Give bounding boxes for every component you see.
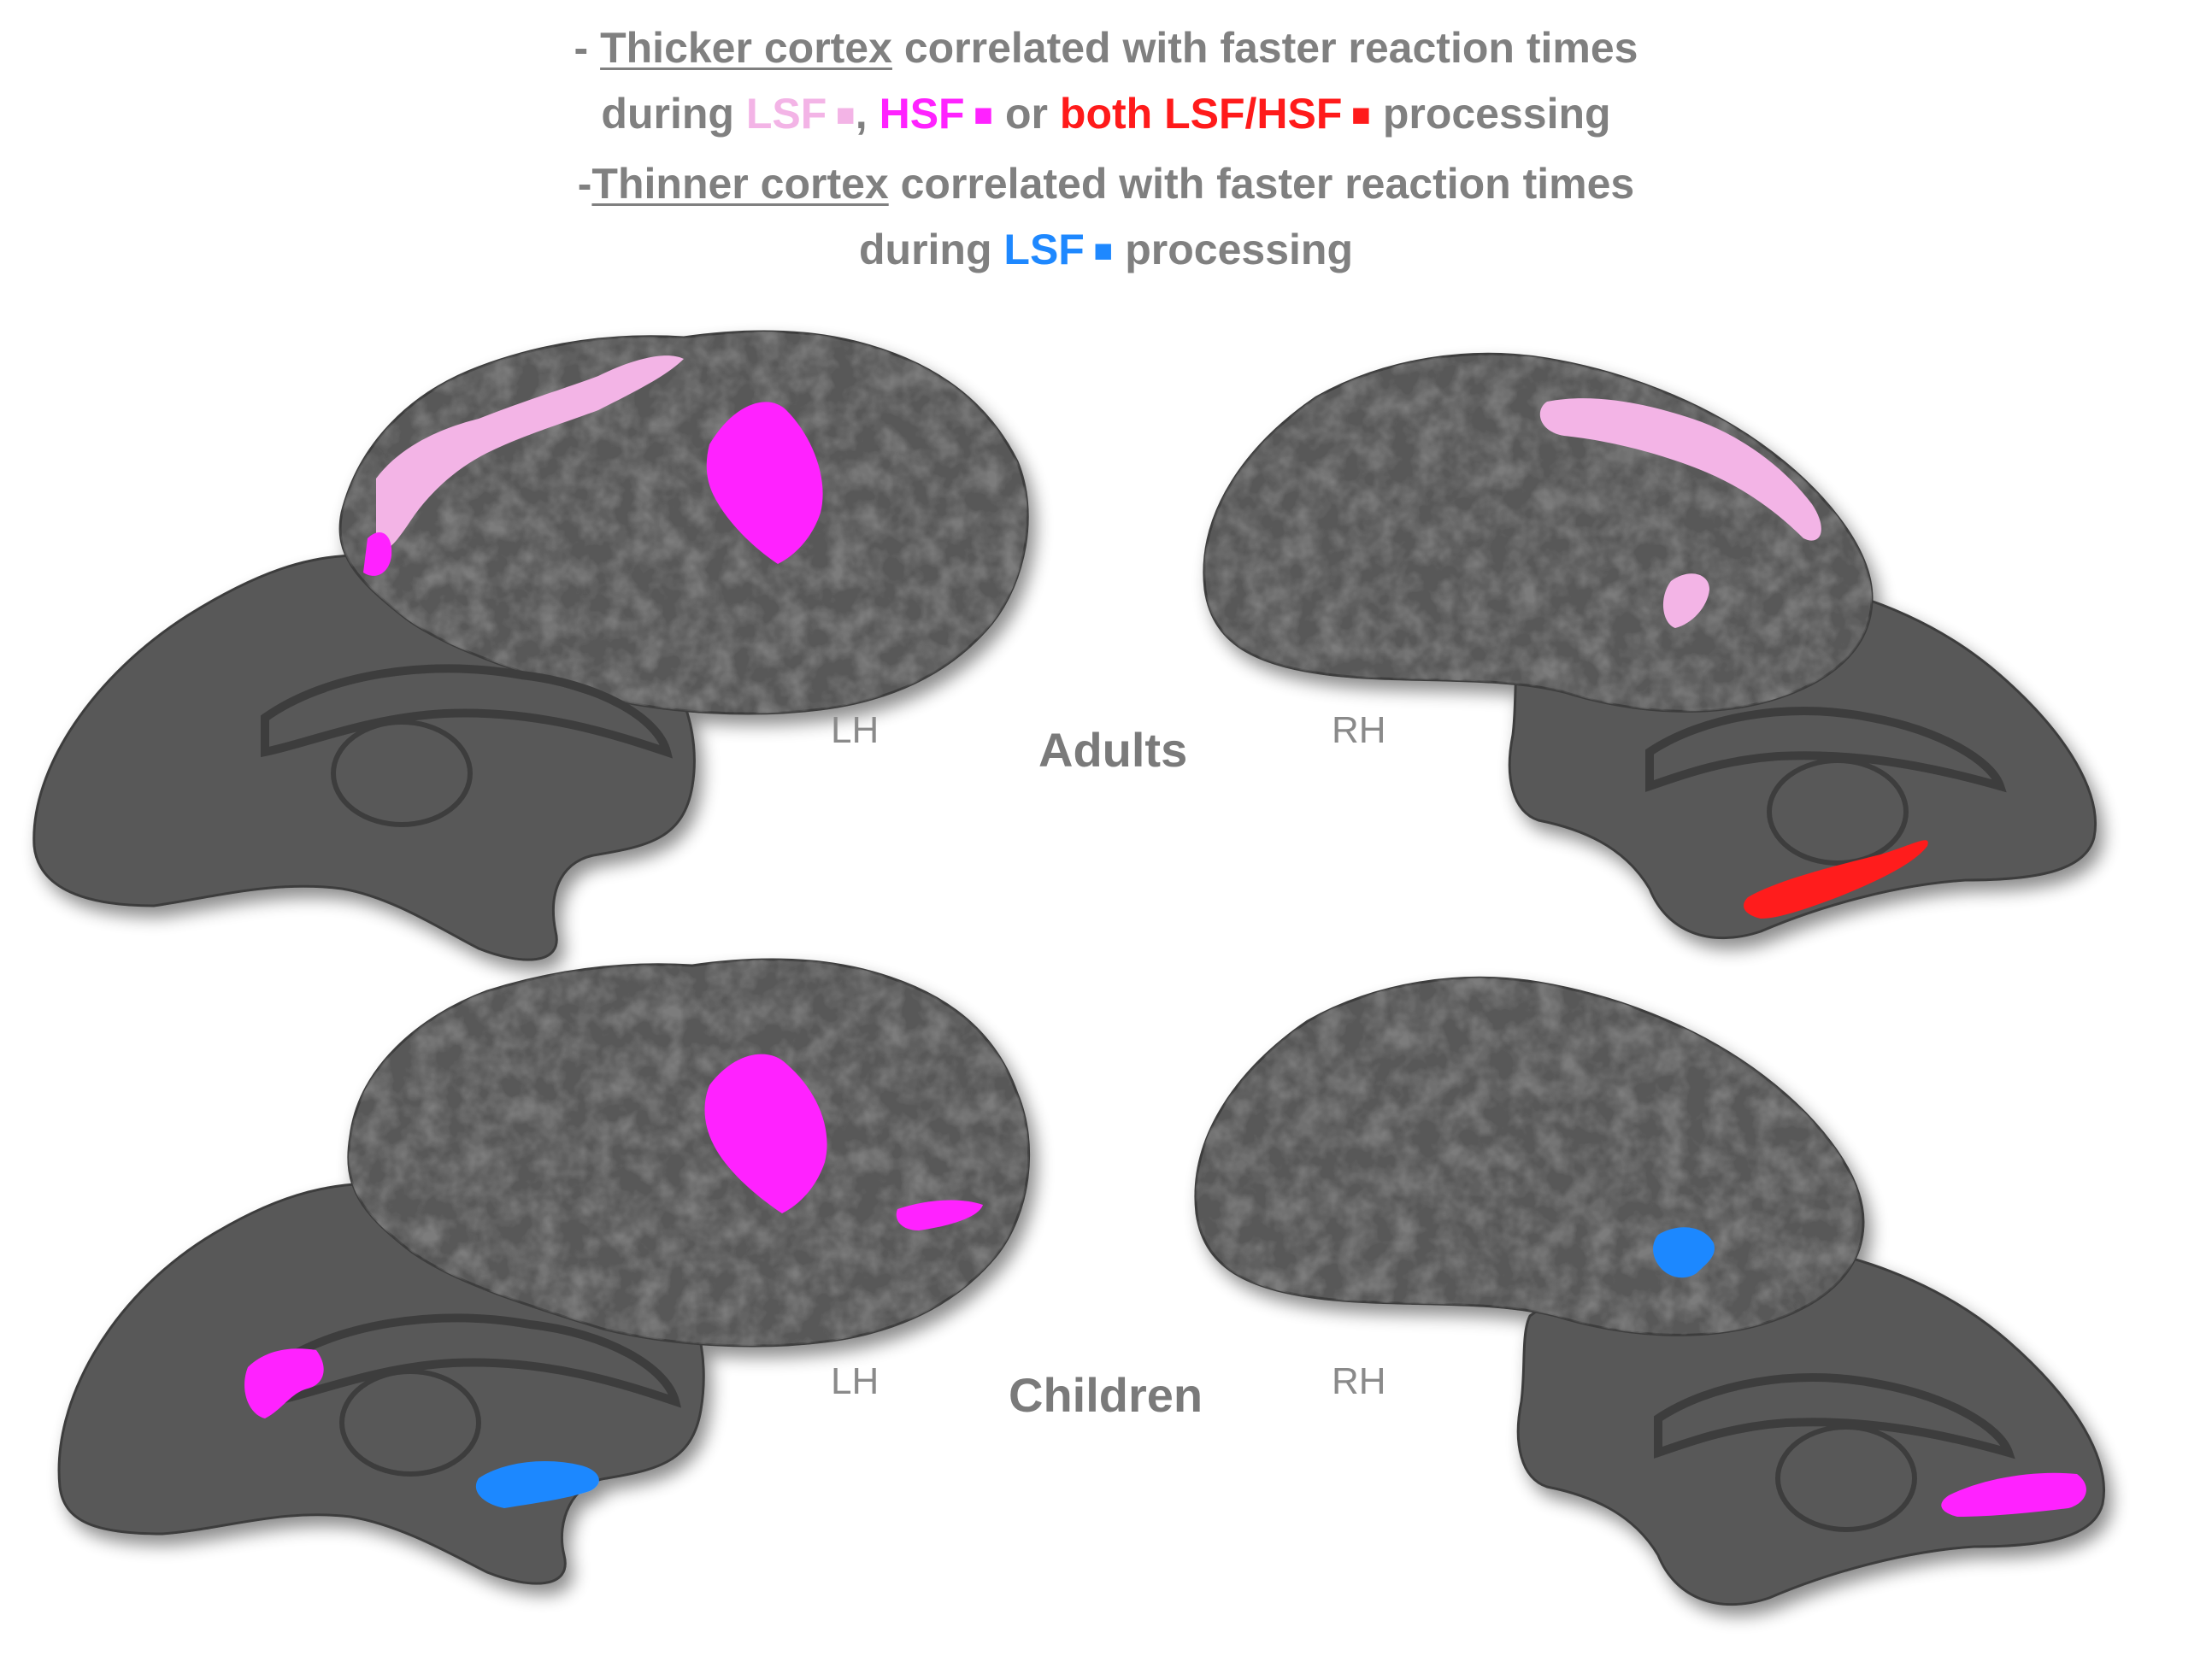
- adults-rh-thalamus: [1767, 758, 1909, 866]
- lsf-swatch: ■: [827, 97, 856, 133]
- children-lh-hsf-region-parietal: [704, 1054, 827, 1213]
- children-lh-thin-lsf-region: [475, 1461, 599, 1508]
- legend-line-3: -Thinner cortex correlated with faster r…: [0, 151, 2212, 217]
- adults-rh-corpus-callosum: [1645, 707, 2007, 793]
- legend-text: correlated with faster reaction times: [891, 24, 1638, 72]
- children-lh-texture: [348, 960, 1029, 1346]
- adults-label: Adults: [1038, 723, 1188, 777]
- both-swatch: ■: [1342, 97, 1371, 133]
- legend-line-4: during LSF ■ processing: [0, 217, 2212, 287]
- children-rh-corpus-callosum: [1654, 1373, 2015, 1459]
- legend-line-1: - Thicker cortex correlated with faster …: [0, 15, 2212, 81]
- children-rh-texture: [1195, 978, 1863, 1336]
- legend-or: or: [993, 90, 1060, 138]
- legend-comma: ,: [855, 90, 880, 138]
- thin-lsf-swatch: ■: [1084, 233, 1114, 269]
- legend-dash: -: [577, 160, 592, 208]
- adults-lh-hsf-region-frontal: [363, 531, 392, 576]
- children-lh-hsf-region-occipital: [896, 1200, 983, 1230]
- adults-rh-lsf-region-inferior: [1662, 573, 1709, 628]
- adults-rh-texture: [1203, 354, 1872, 712]
- legend-text: processing: [1113, 226, 1353, 273]
- children-lh-hsf-region-medial: [244, 1348, 324, 1418]
- children-right-hemisphere: [1194, 976, 2105, 1606]
- children-rh-label: RH: [1332, 1360, 1386, 1402]
- adults-lh-lsf-region: [376, 355, 684, 550]
- adults-rh-lsf-region-superior: [1539, 398, 1821, 541]
- adults-lh-thalamus: [331, 719, 473, 827]
- legend-text: processing: [1370, 90, 1611, 138]
- adults-lh-hsf-region-parietal: [706, 402, 823, 564]
- adults-lh-label: LH: [831, 709, 880, 751]
- hsf-swatch: ■: [964, 97, 994, 133]
- both-label: both LSF/HSF: [1059, 90, 1343, 138]
- children-lh-thalamus: [339, 1369, 481, 1477]
- thicker-cortex-label: Thicker cortex: [600, 24, 892, 72]
- adults-left-hemisphere: [32, 330, 1029, 961]
- adults-right-hemisphere: [1203, 352, 2097, 940]
- adults-rh-both-region: [1744, 840, 1928, 919]
- children-lh-label: LH: [831, 1360, 880, 1402]
- legend-dash: -: [574, 24, 601, 72]
- children-rh-thin-lsf-region: [1653, 1227, 1715, 1278]
- legend-text: during: [601, 90, 746, 138]
- children-rh-hsf-region: [1941, 1472, 2086, 1517]
- children-left-hemisphere: [57, 958, 1031, 1585]
- legend: - Thicker cortex correlated with faster …: [0, 15, 2212, 287]
- thin-lsf-label: LSF: [1003, 226, 1085, 273]
- hsf-label: HSF: [879, 90, 965, 138]
- lsf-label: LSF: [745, 90, 827, 138]
- children-rh-thalamus: [1775, 1424, 1917, 1532]
- adults-rh-label: RH: [1332, 709, 1386, 751]
- legend-line-2: during LSF ■, HSF ■ or both LSF/HSF ■ pr…: [0, 81, 2212, 151]
- legend-text: during: [858, 226, 1004, 273]
- thinner-cortex-label: Thinner cortex: [591, 160, 889, 208]
- children-label: Children: [1009, 1368, 1203, 1422]
- legend-text: correlated with faster reaction times: [888, 160, 1635, 208]
